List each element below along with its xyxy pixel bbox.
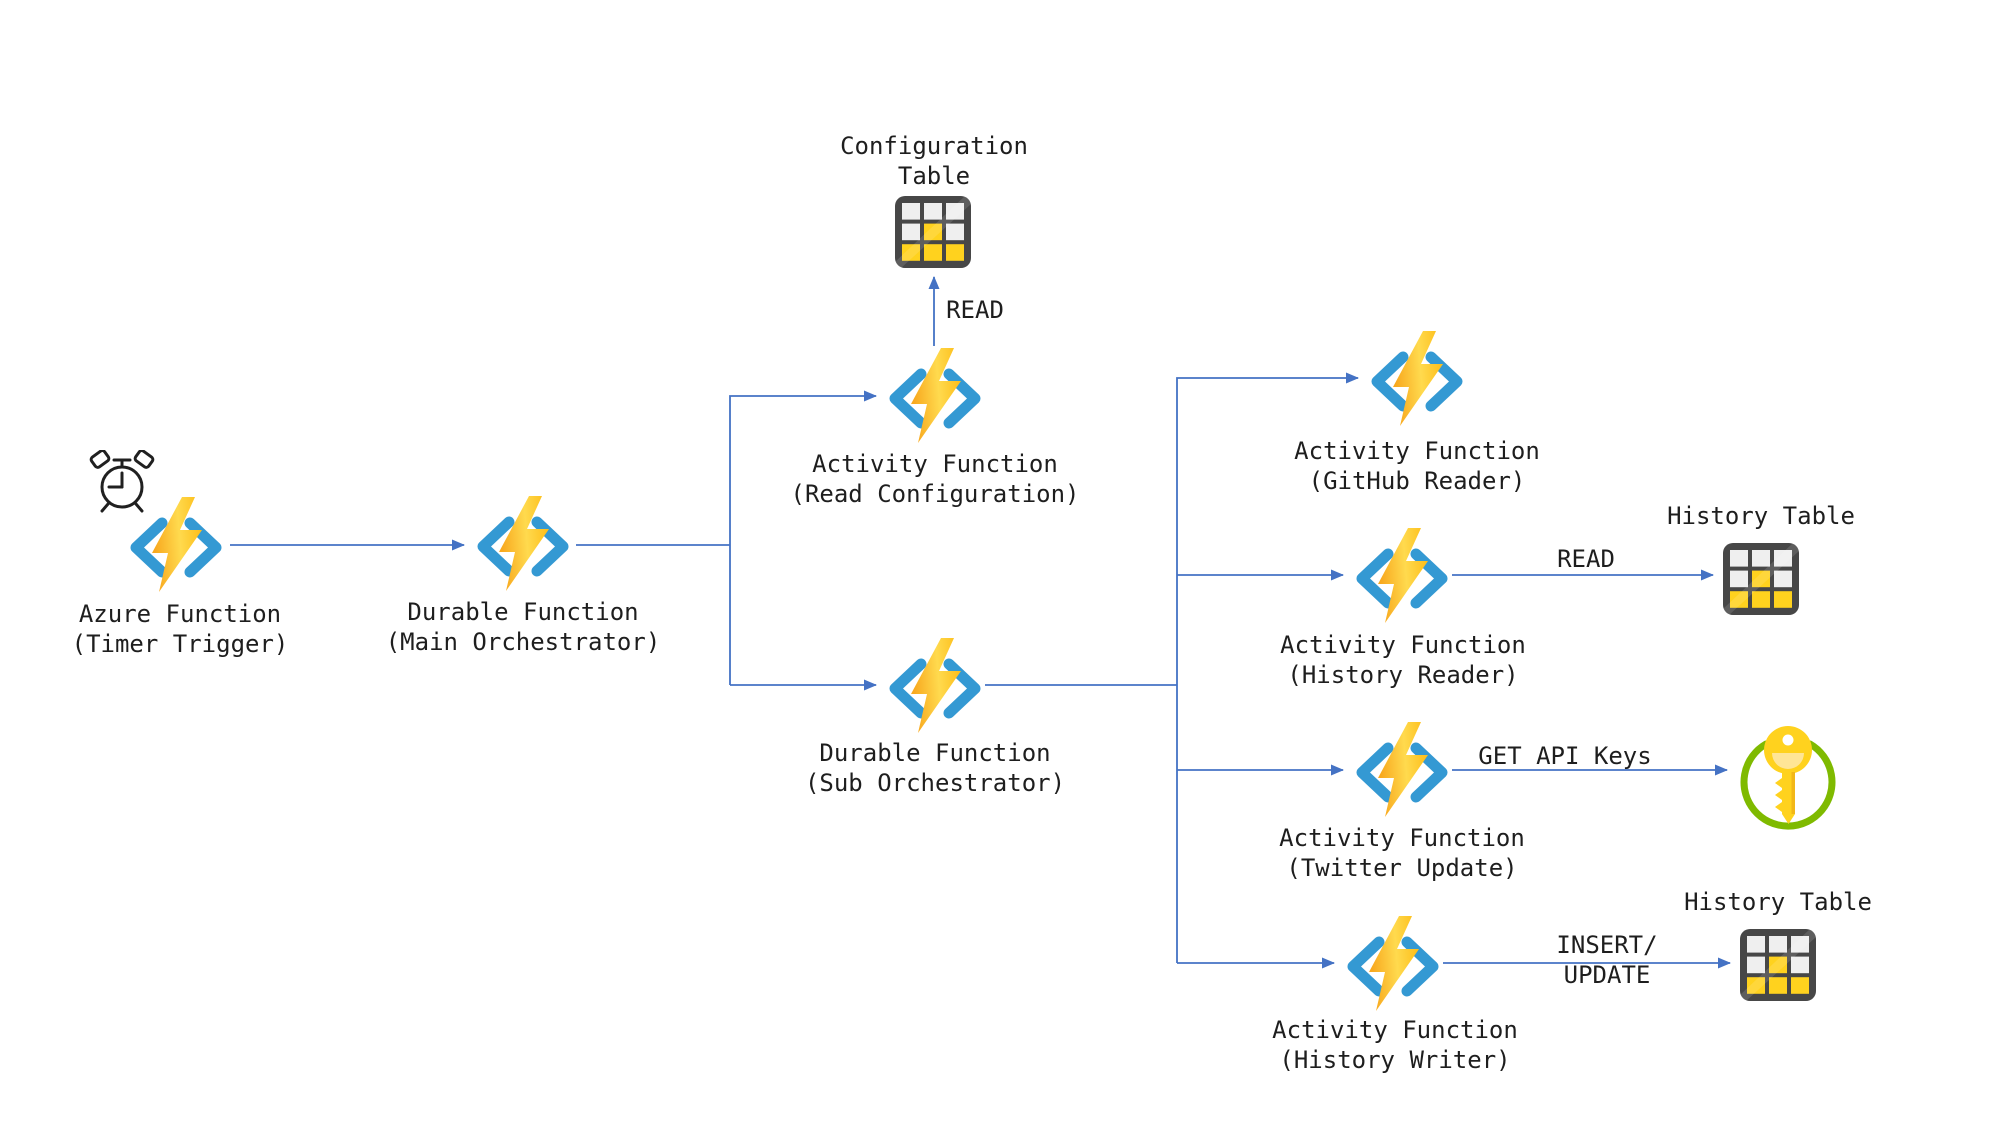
label-line: (History Reader)	[1287, 661, 1519, 689]
label-line: Activity Function	[812, 450, 1058, 478]
edge-left-trunk-to-read-configuration	[729, 390, 877, 685]
edge-label-read-configuration: READ	[946, 295, 1004, 325]
label-sub-orchestrator: Durable Function (Sub Orchestrator)	[805, 738, 1065, 798]
label-line: GET API Keys	[1478, 742, 1652, 770]
label-line: History Table	[1667, 502, 1855, 530]
history-table-read-icon	[1723, 543, 1799, 615]
label-github-reader: Activity Function (GitHub Reader)	[1294, 436, 1540, 496]
function-twitter-update-icon	[1352, 722, 1452, 817]
function-sub-orchestrator-icon	[885, 638, 985, 733]
label-line: Activity Function	[1272, 1016, 1518, 1044]
function-github-reader-icon	[1367, 331, 1467, 426]
label-line: Activity Function	[1294, 437, 1540, 465]
label-main-orchestrator: Durable Function (Main Orchestrator)	[386, 597, 661, 657]
label-line: Activity Function	[1279, 824, 1525, 852]
edge-right-trunk-to-github-reader	[1176, 372, 1359, 963]
label-line: Table	[897, 162, 971, 190]
label-line: INSERT/	[1556, 931, 1658, 959]
function-main-orchestrator-icon	[473, 496, 573, 591]
label-line: UPDATE	[1563, 961, 1651, 989]
configuration-table-icon	[895, 196, 971, 268]
label-line: READ	[946, 296, 1004, 324]
label-line: History Table	[1684, 888, 1872, 916]
label-line: (Read Configuration)	[790, 480, 1080, 508]
label-line: (Sub Orchestrator)	[804, 769, 1066, 797]
label-read-configuration: Activity Function (Read Configuration)	[791, 449, 1080, 509]
label-twitter-update: Activity Function (Twitter Update)	[1279, 823, 1525, 883]
label-timer-function: Azure Function (Timer Trigger)	[72, 599, 289, 659]
edge-label-read-history: READ	[1557, 544, 1615, 574]
label-configuration-table: Configuration Table	[840, 131, 1028, 191]
edge-label-get-api-keys: GET API Keys	[1478, 741, 1651, 771]
label-line: Durable Function	[407, 598, 639, 626]
function-timer-icon	[126, 497, 226, 592]
function-history-reader-icon	[1352, 528, 1452, 623]
label-line: Activity Function	[1280, 631, 1526, 659]
label-line: Durable Function	[819, 739, 1051, 767]
label-line: (Twitter Update)	[1286, 854, 1518, 882]
label-history-writer: Activity Function (History Writer)	[1272, 1015, 1518, 1075]
label-line: READ	[1557, 545, 1615, 573]
function-history-writer-icon	[1343, 916, 1443, 1011]
label-line: (Timer Trigger)	[71, 630, 289, 658]
label-line: (GitHub Reader)	[1308, 467, 1526, 495]
key-vault-icon	[1738, 720, 1838, 830]
function-read-configuration-icon	[885, 348, 985, 443]
label-history-reader: Activity Function (History Reader)	[1280, 630, 1526, 690]
label-line: Configuration	[840, 132, 1028, 160]
label-line: (History Writer)	[1279, 1046, 1511, 1074]
label-history-table-read: History Table	[1667, 501, 1855, 531]
label-line: (Main Orchestrator)	[385, 628, 661, 656]
label-history-table-write: History Table	[1684, 887, 1872, 917]
label-line: Azure Function	[78, 600, 282, 628]
edge-label-insert-update: INSERT/ UPDATE	[1556, 930, 1657, 990]
history-table-write-icon	[1740, 929, 1816, 1001]
